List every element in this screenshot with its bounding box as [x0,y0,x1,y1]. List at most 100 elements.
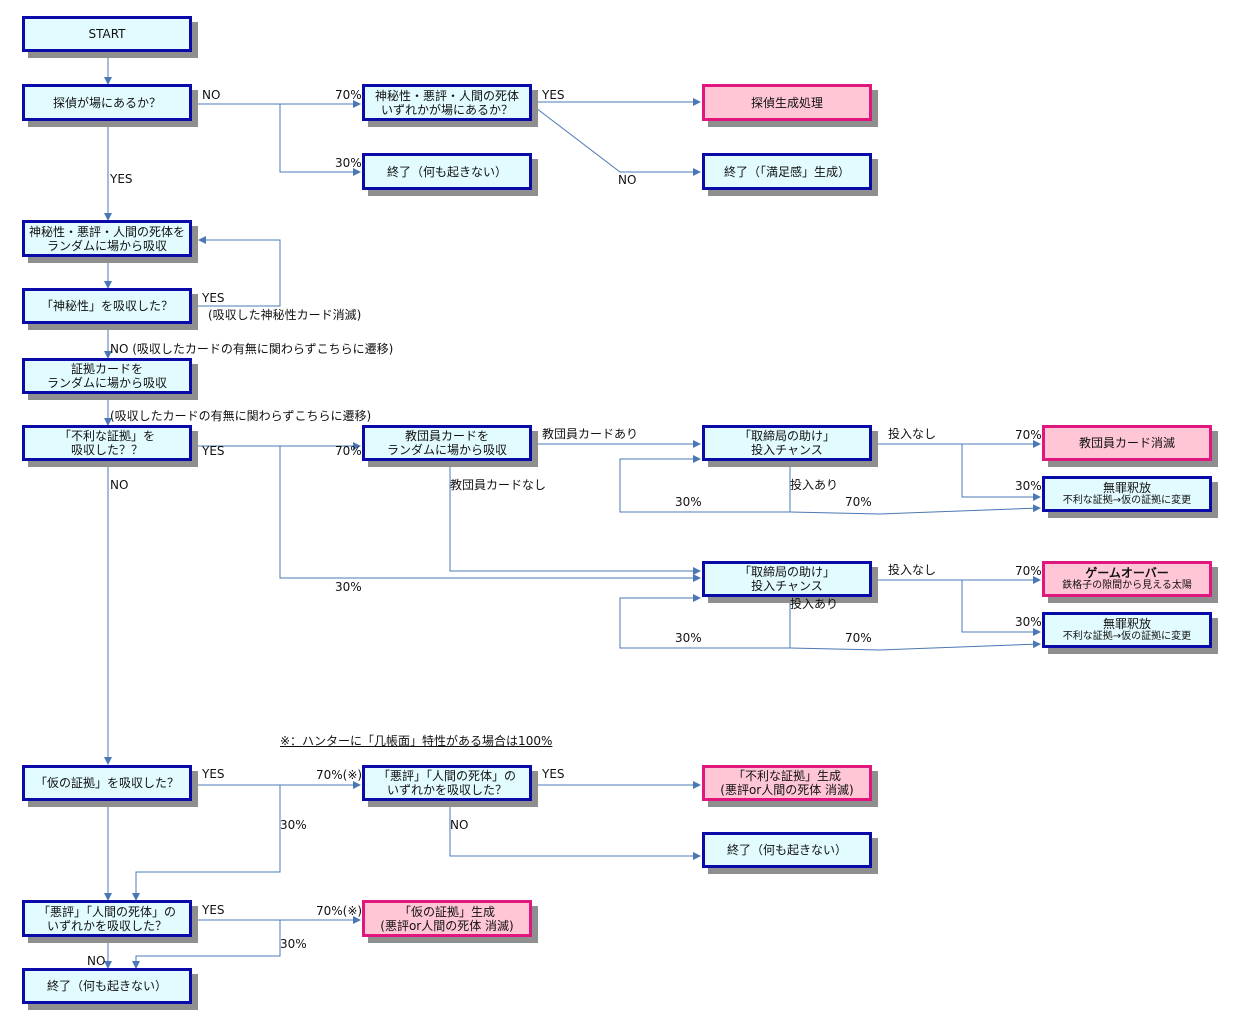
node-text-line: いずれかを吸収した？ [46,918,167,933]
edge-label-no: NO [110,478,129,492]
node-title: 無罪釈放 [1102,481,1151,495]
edge-help1-insert-70 [789,504,1041,515]
node-end-satisfaction: 終了（「満足感」生成） [702,153,872,190]
edge-label-yes: YES [202,291,225,305]
node-text-line: 投入チャンス [751,579,823,593]
edge-label-percent: 70%(※) [316,768,363,782]
node-gen-unfavorable: 「不利な証拠」生成 (悪評or人間の死体 消滅) [702,765,872,801]
edge-help1-none-30 [961,444,1041,501]
node-text-line: (悪評or人間の死体 消滅) [380,918,514,933]
node-acquit-1: 無罪釈放 不利な証拠→仮の証拠に変更 [1042,476,1212,512]
edge-label-percent: 30% [335,580,362,594]
edge-label-percent: 30% [675,631,702,645]
node-end-nothing-3: 終了（何も起きない） [22,968,192,1004]
edge-unfav-yes-30 [279,446,701,582]
node-absorb-cultist: 教団員カードを ランダムに場から吸収 [362,425,532,461]
edge-label-note: (吸収した神秘性カード消滅) [208,308,362,322]
node-text-line: 教団員カードを [404,429,489,443]
edge-label-no: NO [202,88,221,102]
edge-label-yes: YES [202,444,225,458]
node-title: 無罪釈放 [1102,617,1151,631]
edge-label-none: 投入なし [888,563,937,577]
node-q-unfavorable: 「不利な証拠」を 吸収した？？ [22,425,192,461]
node-text-line: 投入チャンス [751,443,823,457]
node-subtitle: 鉄格子の隙間から見える太陽 [1062,580,1192,591]
node-text: 「仮の証拠」を吸収した？ [34,776,179,790]
node-text-line: 「悪評」「人間の死体」の [37,904,176,919]
node-text-line: (悪評or人間の死体 消滅) [720,783,854,797]
node-q-any-on-field: 神秘性・悪評・人間の死体 いずれかが場にあるか？ [362,84,532,121]
node-q-mystery: 「神秘性」を吸収した？ [22,288,192,324]
node-q-detective-text: 探偵が場にあるか？ [52,95,161,110]
node-text-line: ランダムに場から吸収 [46,376,167,390]
node-text: 終了（何も起きない） [386,164,507,179]
node-text-line: ランダムに場から吸収 [46,238,167,253]
node-text: 終了（「満足感」生成） [723,164,850,179]
edge-label-yes: YES [202,767,225,781]
node-help-chance-1: 「取締局の助け」 投入チャンス [702,425,872,461]
node-subtitle: 不利な証拠→仮の証拠に変更 [1062,631,1192,642]
edge-help2-insert-30 [619,594,791,649]
node-text-line: 「取締局の助け」 [738,565,835,579]
edge-label-percent: 70% [845,631,872,645]
edge-label-percent: 70% [845,495,872,509]
node-subtitle: 不利な証拠→仮の証拠に変更 [1062,495,1192,506]
edge-bad2-yes-30 [132,920,281,969]
edge-help2-insert-70 [789,640,1041,651]
node-absorb-evidence: 証拠カードを ランダムに場から吸収 [22,358,192,394]
node-q-bad-rep-1: 「悪評」「人間の死体」の いずれかを吸収した？ [362,765,532,801]
node-q-provisional: 「仮の証拠」を吸収した？ [22,765,192,801]
node-text-line: 「不利な証拠」生成 [732,769,841,783]
node-q-detective: 探偵が場にあるか？ [22,84,192,121]
edge-help1-insert-30 [619,455,791,513]
node-text-line: 証拠カードを [70,362,143,376]
node-title: ゲームオーバー [1085,566,1169,580]
node-text: 探偵生成処理 [750,95,823,110]
edge-label-note: (吸収したカードの有無に関わらずこちらに遷移) [110,409,372,423]
node-q-bad-rep-2: 「悪評」「人間の死体」の いずれかを吸収した？ [22,900,192,937]
edge-bad1-no [449,805,701,860]
edge-prov-yes-30 [132,785,281,901]
node-start: START [22,16,192,52]
node-absorb-random: 神秘性・悪評・人間の死体を ランダムに場から吸収 [22,220,192,257]
edge-label-insert: 投入あり [790,478,839,492]
edge-label-percent: 30% [1015,615,1042,629]
edge-label-no: NO [87,954,106,968]
edge-label-cultist-no: 教団員カードなし [450,478,547,492]
edge-label-percent: 70% [335,444,362,458]
edge-label-percent: 30% [1015,479,1042,493]
node-detective-gen: 探偵生成処理 [702,84,872,121]
node-text: 「神秘性」を吸収した？ [40,299,173,313]
node-text-line: 「悪評」「人間の死体」の [377,769,516,783]
node-gen-provisional: 「仮の証拠」生成 (悪評or人間の死体 消滅) [362,900,532,937]
edge-label-percent: 30% [335,156,362,170]
node-text-line: 吸収した？？ [70,443,143,457]
edge-label-percent: 70% [1015,428,1042,442]
node-text: 終了（何も起きない） [46,979,167,993]
node-text-line: 神秘性・悪評・人間の死体 [374,88,519,103]
edge-cult-no [449,462,701,575]
node-end-nothing-1: 終了（何も起きない） [362,153,532,190]
edge-label-yes: YES [542,767,565,781]
edge-label-percent: 30% [280,937,307,951]
node-start-text: START [88,27,126,41]
edge-label-yes: YES [542,88,565,102]
edge-q2-no [535,107,701,176]
edge-label-percent: 30% [280,818,307,832]
node-cultist-vanish: 教団員カード消滅 [1042,425,1212,461]
node-text-line: 神秘性・悪評・人間の死体を [29,224,186,239]
edge-label-insert: 投入あり [790,597,839,611]
edge-label-none: 投入なし [888,427,937,441]
node-text: 教団員カード消滅 [1078,436,1175,450]
node-game-over: ゲームオーバー 鉄格子の隙間から見える太陽 [1042,561,1212,597]
node-acquit-2: 無罪釈放 不利な証拠→仮の証拠に変更 [1042,612,1212,648]
node-text-line: 「取締局の助け」 [738,429,835,443]
edge-label-no: NO [450,818,469,832]
edge-label-no: NO [618,173,637,187]
edge-label-yes: YES [110,172,133,186]
edge-label-yes: YES [202,903,225,917]
edge-label-cultist-yes: 教団員カードあり [542,427,639,441]
edge-mystery-yes-loop [196,236,281,307]
edge-label-percent: 70%(※) [316,904,363,918]
